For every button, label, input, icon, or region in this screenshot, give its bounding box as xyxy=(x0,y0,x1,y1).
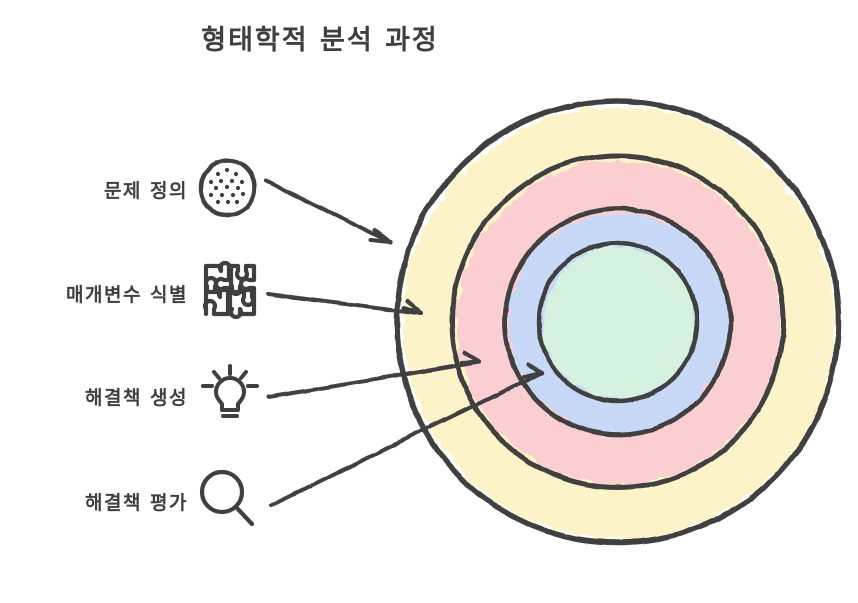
ring-outlines xyxy=(393,97,841,545)
second-ring-outline xyxy=(448,152,786,490)
magnifier-icon xyxy=(194,464,260,530)
core-circle-outline xyxy=(535,239,699,403)
connector-arrows xyxy=(263,178,543,506)
page-title: 형태학적 분석 과정 xyxy=(201,25,439,56)
connector-arrow-3 xyxy=(268,362,543,506)
lightbulb-icon xyxy=(197,360,263,426)
ring-fills xyxy=(401,105,833,537)
stage-label-problem-definition: 문제 정의 xyxy=(103,180,188,202)
core-circle-fill xyxy=(541,245,693,397)
third-ring-outline xyxy=(501,205,733,437)
connector-arrow-1 xyxy=(265,291,423,315)
dotted-circle-icon xyxy=(194,154,260,220)
connector-arrow-2 xyxy=(266,350,481,398)
connector-arrow-0 xyxy=(263,178,392,244)
stage-label-solution-generation: 해결책 생성 xyxy=(84,387,188,409)
stage-label-parameter-identification: 매개변수 식별 xyxy=(66,284,188,306)
puzzle-piece-icon xyxy=(197,257,263,323)
stage-label-solution-evaluation: 해결책 평가 xyxy=(84,492,188,514)
outer-ring-outline xyxy=(393,97,841,545)
